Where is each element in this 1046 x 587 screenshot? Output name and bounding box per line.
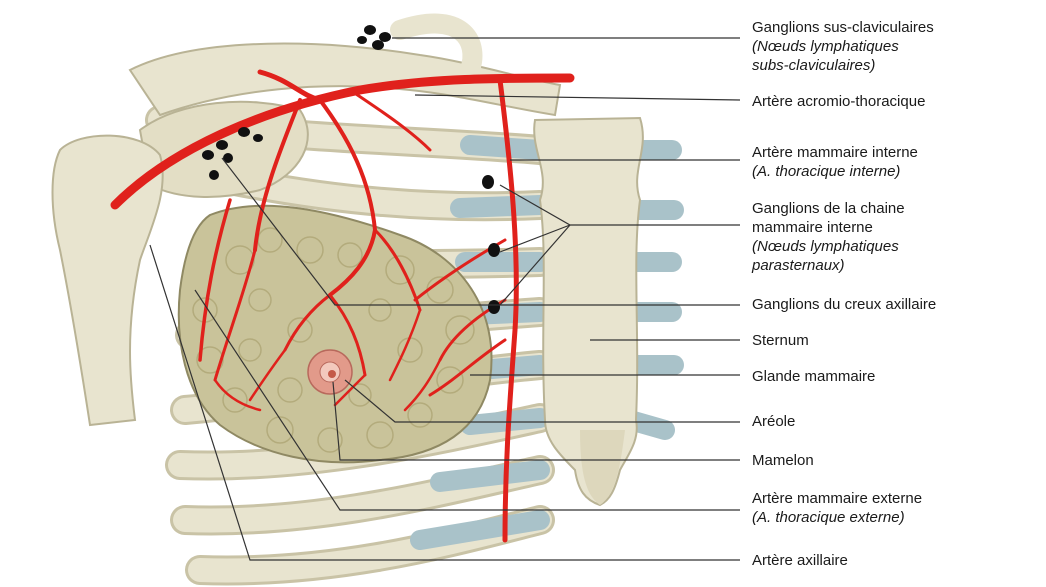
label-line: (A. thoracique interne) xyxy=(752,162,918,181)
label-line: Glande mammaire xyxy=(752,367,875,386)
label-line: subs-claviculaires) xyxy=(752,56,934,75)
label-line: Ganglions de la chaine xyxy=(752,199,905,218)
areola-nipple xyxy=(308,350,352,394)
label-line: Artère mammaire externe xyxy=(752,489,922,508)
label-artere-axillaire: Artère axillaire xyxy=(752,551,848,570)
label-line: Artère axillaire xyxy=(752,551,848,570)
label-line: parasternaux) xyxy=(752,256,905,275)
label-artere-mammaire-externe: Artère mammaire externe (A. thoracique e… xyxy=(752,489,922,527)
label-line: Mamelon xyxy=(752,451,814,470)
label-line: Ganglions du creux axillaire xyxy=(752,295,936,314)
sternum-bone xyxy=(534,118,643,505)
label-mamelon: Mamelon xyxy=(752,451,814,470)
label-line: Ganglions sus-claviculaires xyxy=(752,18,934,37)
label-ganglions-sus-claviculaires: Ganglions sus-claviculaires (Nœuds lymph… xyxy=(752,18,934,75)
label-sternum: Sternum xyxy=(752,331,809,350)
label-line: Aréole xyxy=(752,412,795,431)
label-ganglions-chaine-mammaire: Ganglions de la chaine mammaire interne … xyxy=(752,199,905,275)
label-line: Artère mammaire interne xyxy=(752,143,918,162)
label-artere-acromio-thoracique: Artère acromio-thoracique xyxy=(752,92,925,111)
label-ganglions-creux-axillaire: Ganglions du creux axillaire xyxy=(752,295,936,314)
label-line: (Nœuds lymphatiques xyxy=(752,237,905,256)
label-areole: Aréole xyxy=(752,412,795,431)
label-artere-mammaire-interne: Artère mammaire interne (A. thoracique i… xyxy=(752,143,918,181)
label-line: mammaire interne xyxy=(752,218,905,237)
label-glande-mammaire: Glande mammaire xyxy=(752,367,875,386)
label-line: Artère acromio-thoracique xyxy=(752,92,925,111)
label-line: (Nœuds lymphatiques xyxy=(752,37,934,56)
mammary-gland xyxy=(179,206,492,463)
label-line: Sternum xyxy=(752,331,809,350)
label-line: (A. thoracique externe) xyxy=(752,508,922,527)
